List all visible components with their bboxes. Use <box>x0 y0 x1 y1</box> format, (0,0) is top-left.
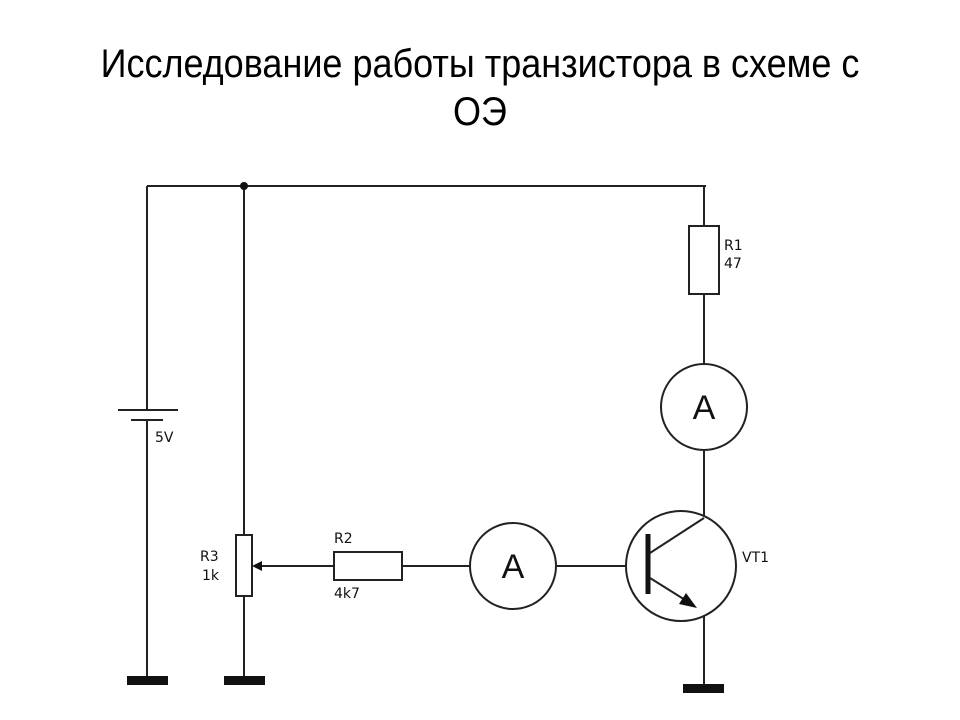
battery-value: 5V <box>155 430 174 446</box>
slide-title: Исследование работы транзистора в схеме … <box>48 40 912 136</box>
ammeter-collector-label: A <box>693 389 716 427</box>
ammeter-base <box>469 522 557 610</box>
ground-battery <box>127 676 168 685</box>
r3-name: R3 <box>200 549 219 565</box>
r1-value: 47 <box>724 256 742 272</box>
battery-symbol <box>118 409 178 421</box>
r1-name: R1 <box>724 238 743 254</box>
r2-name: R2 <box>334 531 353 547</box>
r3-value: 1k <box>202 568 220 584</box>
wiper-arrow <box>252 561 262 571</box>
ammeter-base-label: A <box>502 548 525 586</box>
ammeter-collector <box>660 363 748 451</box>
transistor-name: VT1 <box>742 550 769 566</box>
resistor-r2 <box>333 551 403 581</box>
r2-value: 4k7 <box>334 586 360 602</box>
junction-dot <box>240 182 248 190</box>
slide-title-line1: Исследование работы транзистора в схеме … <box>100 42 860 86</box>
potentiometer-r3 <box>235 534 253 597</box>
resistor-r1 <box>688 225 720 295</box>
slide-title-line2: ОЭ <box>453 90 507 134</box>
transistor-vt1 <box>625 510 737 622</box>
ground-emitter <box>683 684 724 693</box>
ground-potentiometer <box>224 676 265 685</box>
